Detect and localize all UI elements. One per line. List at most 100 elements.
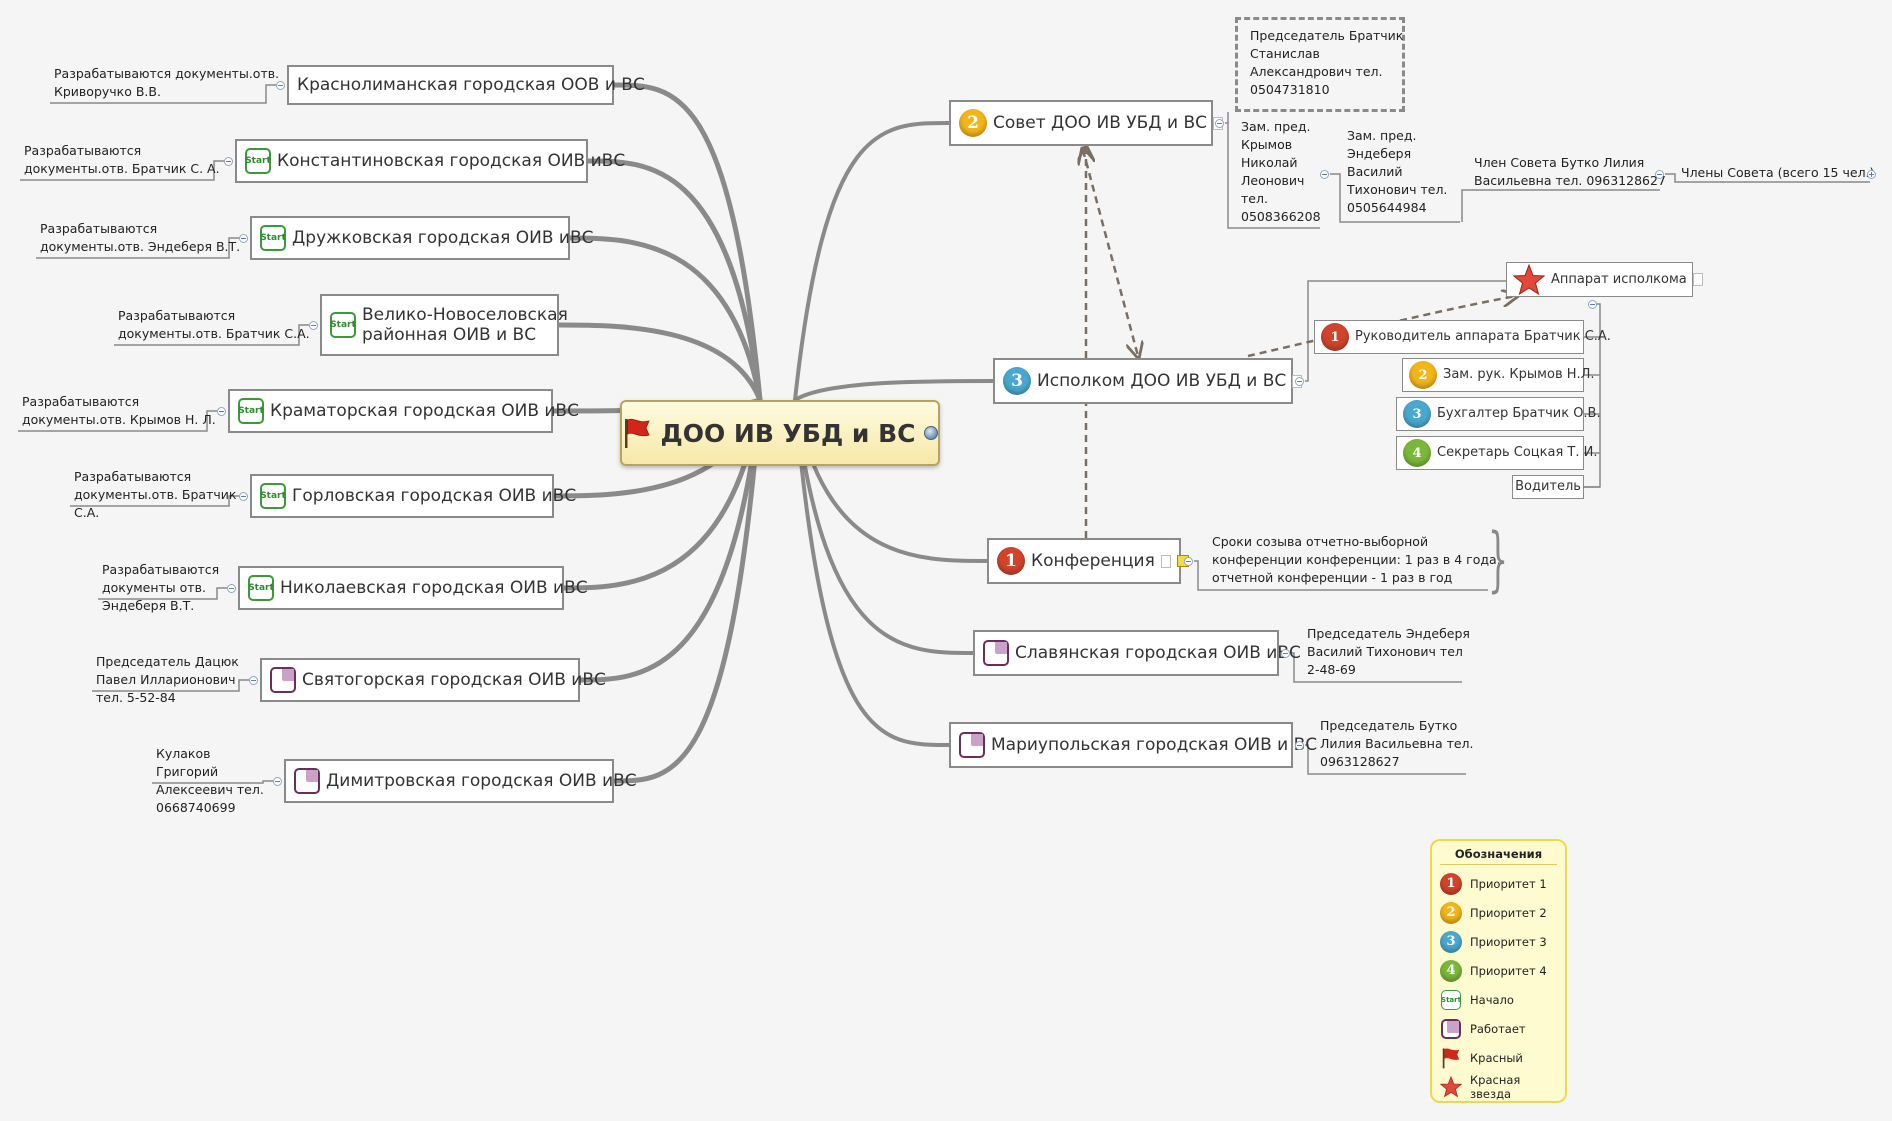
note-line: Николай (1241, 155, 1298, 170)
priority-1-icon: 1 (1440, 872, 1462, 895)
note-connector (1330, 173, 1460, 223)
legend-item-label: Красная звезда (1470, 1072, 1521, 1101)
staff-topic[interactable]: Водитель (1512, 475, 1584, 499)
collapse-button[interactable] (273, 777, 282, 786)
note-connector (152, 780, 273, 784)
legend-item-label: Начало (1470, 992, 1514, 1007)
legend-icon-slot: 1 (1440, 872, 1462, 895)
legend-icon-slot (1440, 1075, 1462, 1098)
branch-connector (793, 121, 951, 402)
collapse-button[interactable] (249, 676, 258, 685)
priority-2-icon: 2 (1440, 901, 1462, 924)
note-line: тел. 5-52-84 (96, 690, 176, 705)
note-line: тел. (1241, 191, 1268, 206)
note-connector (1194, 560, 1488, 591)
staff-label: Водитель (1515, 479, 1581, 495)
collapse-button[interactable] (1184, 557, 1193, 566)
collapse-button[interactable] (239, 492, 248, 501)
red-star-icon (1513, 263, 1545, 295)
branch-connector (611, 82, 763, 403)
legend-icon-slot (1440, 1047, 1462, 1069)
collapse-button[interactable] (1295, 741, 1304, 750)
note-line: Григорий (156, 764, 219, 779)
note-line: 0963128627 (1320, 754, 1400, 769)
note-line: Разрабатываются (40, 221, 158, 236)
branch-topic-label: Дружковская городская ОИВ иВС (292, 227, 594, 248)
note-icon (1692, 273, 1703, 286)
branch-topic-label: Краматорская городская ОИВ иВС (270, 400, 579, 421)
note-line: Разрабатываются документы.отв. (54, 66, 280, 81)
note-line: документы отв. (102, 580, 206, 595)
legend-item-label: Приоритет 4 (1470, 963, 1547, 978)
note-line: 0508366208 (1241, 209, 1321, 224)
note-line: Крымов (1241, 137, 1293, 152)
collapse-button[interactable] (1320, 170, 1329, 179)
branch-connector (611, 397, 763, 784)
relationship-arrow (1083, 150, 1138, 356)
collapse-button[interactable] (1655, 170, 1664, 179)
ispolkom-topic[interactable]: 3 Исполком ДОО ИВ УБД и ВС (993, 358, 1303, 404)
legend-icon-slot: Start (1440, 989, 1462, 1010)
working-icon (983, 640, 1009, 666)
collapse-button[interactable] (227, 584, 236, 593)
apparat-topic[interactable]: Аппарат исполкома (1506, 262, 1703, 297)
note-line: Тихонович тел. (1347, 182, 1448, 197)
legend-item-label: Приоритет 2 (1470, 905, 1547, 920)
branch-connector (793, 398, 975, 655)
note-line: документы.отв. Братчик (74, 487, 237, 502)
branch-topic[interactable]: Краснолиманская городская ООВ и ВС (287, 65, 645, 105)
legend-title: Обозначения (1440, 847, 1557, 865)
legend-item: Start Начало (1440, 985, 1557, 1014)
note-connector (1461, 189, 1660, 222)
branch-topic[interactable]: Димитровская городская ОИВ иВС (284, 759, 637, 803)
collapse-button[interactable] (1281, 649, 1290, 658)
konferentsiya-topic[interactable]: 1 Конференция (987, 538, 1189, 584)
note-connector (98, 587, 227, 600)
red-flag-icon (1442, 1047, 1460, 1068)
note-line: Председатель Бутко (1320, 718, 1458, 733)
central-topic-label: ДОО ИВ УБД и ВС (660, 418, 916, 448)
expand-button[interactable] (1867, 170, 1876, 179)
priority-3-icon: 3 (1403, 400, 1431, 428)
collapse-button[interactable] (224, 157, 233, 166)
sovet-topic[interactable]: 2 Совет ДОО ИВ УБД и ВС (949, 100, 1223, 146)
legend-item-label: Приоритет 3 (1470, 934, 1547, 949)
legend-item: Красный (1440, 1043, 1557, 1072)
mariupolskaya-topic[interactable]: Мариупольская городская ОИВ и ВС (949, 722, 1317, 768)
priority-3-icon: 3 (1003, 367, 1031, 395)
collapse-button[interactable] (239, 234, 248, 243)
collapse-button[interactable] (276, 81, 285, 90)
collapse-button[interactable] (1588, 300, 1597, 309)
collapse-button[interactable] (217, 407, 226, 416)
collapse-button[interactable] (309, 321, 318, 330)
note-line: Член Совета Бутко Лилия (1474, 155, 1645, 170)
collapse-button[interactable] (1295, 377, 1304, 386)
collapse-button[interactable] (1215, 119, 1224, 128)
note-line: Кулаков (156, 746, 211, 761)
note-line: Алексеевич тел. (156, 782, 264, 797)
sovet-members-all-note[interactable]: Члены Совета (всего 15 чел.) (1681, 165, 1875, 180)
mariupolskaya-label: Мариупольская городская ОИВ и ВС (991, 734, 1318, 755)
working-icon (270, 667, 296, 693)
branch-topic[interactable]: Святогорская городская ОИВ иВС (260, 658, 606, 702)
note-line: документы.отв. Эндеберя В.Т. (40, 239, 241, 254)
slavyanskaya-topic[interactable]: Славянская городская ОИВ иВС (973, 630, 1301, 676)
red-flag-icon (625, 418, 651, 448)
legend-icon-slot: 4 (1440, 959, 1462, 982)
central-topic[interactable]: ДОО ИВ УБД и ВС (620, 400, 940, 466)
